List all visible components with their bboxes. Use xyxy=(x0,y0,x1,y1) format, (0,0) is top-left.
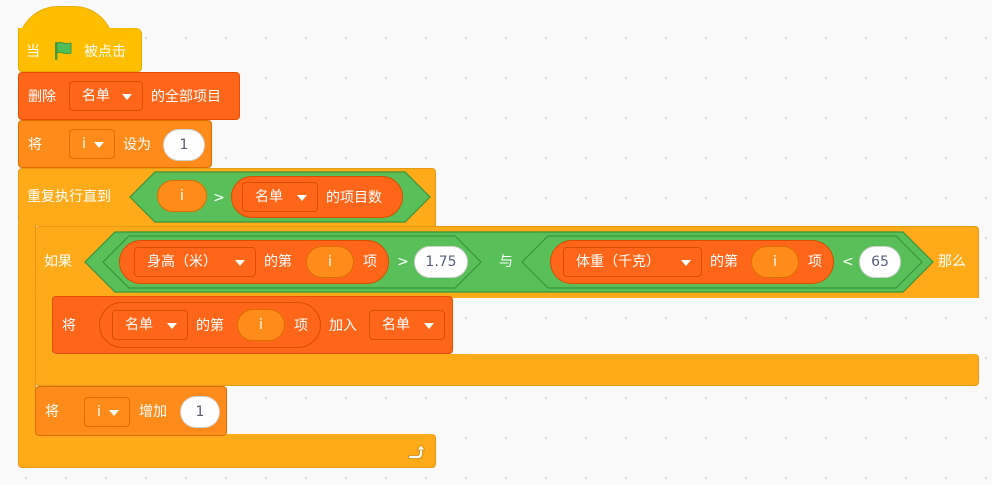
repeat-left-variable-text: i xyxy=(180,188,184,204)
set-value-text: 1 xyxy=(179,137,189,153)
change-value-input[interactable]: 1 xyxy=(180,396,220,428)
repeat-list-dropdown[interactable]: 名单 xyxy=(242,182,318,212)
add-target-list-dropdown[interactable]: 名单 xyxy=(369,310,445,340)
delete-label: 删除 xyxy=(28,89,56,105)
change-variable-dropdown[interactable]: i xyxy=(84,397,130,427)
when-flag-clicked-block[interactable]: 当 被点击 xyxy=(18,6,142,72)
add-target-list-value: 名单 xyxy=(382,317,410,333)
weight-index-variable-text: i xyxy=(773,254,777,270)
green-flag-icon xyxy=(52,40,74,62)
weight-item-of-label: 的第 xyxy=(710,254,738,270)
chevron-down-icon xyxy=(122,94,132,100)
add-index-variable-text: i xyxy=(259,317,263,333)
variable-dropdown-value: i xyxy=(82,136,86,152)
height-list-dropdown[interactable]: 身高（米） xyxy=(134,247,256,277)
if-then-arm xyxy=(35,296,53,356)
if-label: 如果 xyxy=(44,254,72,270)
and-label: 与 xyxy=(499,254,513,270)
chevron-down-icon xyxy=(681,260,691,266)
repeat-until-label: 重复执行直到 xyxy=(27,189,111,205)
variable-dropdown[interactable]: i xyxy=(69,129,115,159)
change-value-text: 1 xyxy=(195,404,205,420)
add-index-variable[interactable]: i xyxy=(237,309,285,341)
height-list-dropdown-value: 身高（米） xyxy=(147,254,217,270)
change-prefix-label: 将 xyxy=(45,404,59,420)
height-item-suffix-label: 项 xyxy=(363,254,377,270)
list-length-label: 的项目数 xyxy=(326,190,382,206)
repeat-until-footer xyxy=(18,434,436,468)
when-label: 当 xyxy=(26,44,40,60)
height-index-variable[interactable]: i xyxy=(306,246,354,278)
then-label: 那么 xyxy=(938,254,966,270)
chevron-down-icon xyxy=(424,323,434,329)
weight-item-suffix-label: 项 xyxy=(808,254,822,270)
greater-than-operator: > xyxy=(213,190,225,206)
chevron-down-icon xyxy=(94,142,104,148)
weight-list-dropdown[interactable]: 体重（千克） xyxy=(563,247,702,277)
repeat-list-dropdown-value: 名单 xyxy=(255,189,283,205)
weight-list-dropdown-value: 体重（千克） xyxy=(576,254,660,270)
height-threshold-input[interactable]: 1.75 xyxy=(414,246,468,278)
list-dropdown-value: 名单 xyxy=(82,88,110,104)
add-source-list-dropdown[interactable]: 名单 xyxy=(112,310,188,340)
height-threshold-text: 1.75 xyxy=(425,254,457,270)
weight-index-variable[interactable]: i xyxy=(751,246,799,278)
change-variable-value: i xyxy=(97,404,101,420)
weight-less-than-operator: < xyxy=(842,254,854,270)
set-value-input[interactable]: 1 xyxy=(163,129,205,161)
set-variable-block[interactable]: 将 i 设为 1 xyxy=(18,120,212,168)
list-dropdown[interactable]: 名单 xyxy=(69,81,143,111)
weight-threshold-text: 65 xyxy=(871,254,889,270)
change-variable-block[interactable]: 将 i 增加 1 xyxy=(35,386,227,436)
clicked-label: 被点击 xyxy=(84,44,126,60)
set-to-label: 设为 xyxy=(123,137,151,153)
repeat-left-variable[interactable]: i xyxy=(157,180,207,212)
height-greater-than-operator: > xyxy=(397,254,409,270)
all-items-label: 的全部项目 xyxy=(151,89,221,105)
chevron-down-icon xyxy=(109,410,119,416)
add-to-label: 加入 xyxy=(329,318,357,334)
loop-arrow-icon xyxy=(406,442,426,462)
chevron-down-icon xyxy=(297,195,307,201)
set-prefix-label: 将 xyxy=(28,137,42,153)
chevron-down-icon xyxy=(167,323,177,329)
weight-threshold-input[interactable]: 65 xyxy=(859,246,901,278)
if-then-footer xyxy=(35,354,979,386)
height-index-variable-text: i xyxy=(328,254,332,270)
add-prefix-label: 将 xyxy=(62,318,76,334)
chevron-down-icon xyxy=(235,260,245,266)
height-item-of-label: 的第 xyxy=(264,254,292,270)
add-item-of-label: 的第 xyxy=(196,318,224,334)
repeat-until-arm xyxy=(18,224,36,446)
add-source-list-value: 名单 xyxy=(125,317,153,333)
add-item-suffix-label: 项 xyxy=(294,318,308,334)
change-by-label: 增加 xyxy=(139,404,167,420)
delete-all-of-list-block[interactable]: 删除 名单 的全部项目 xyxy=(18,72,240,120)
